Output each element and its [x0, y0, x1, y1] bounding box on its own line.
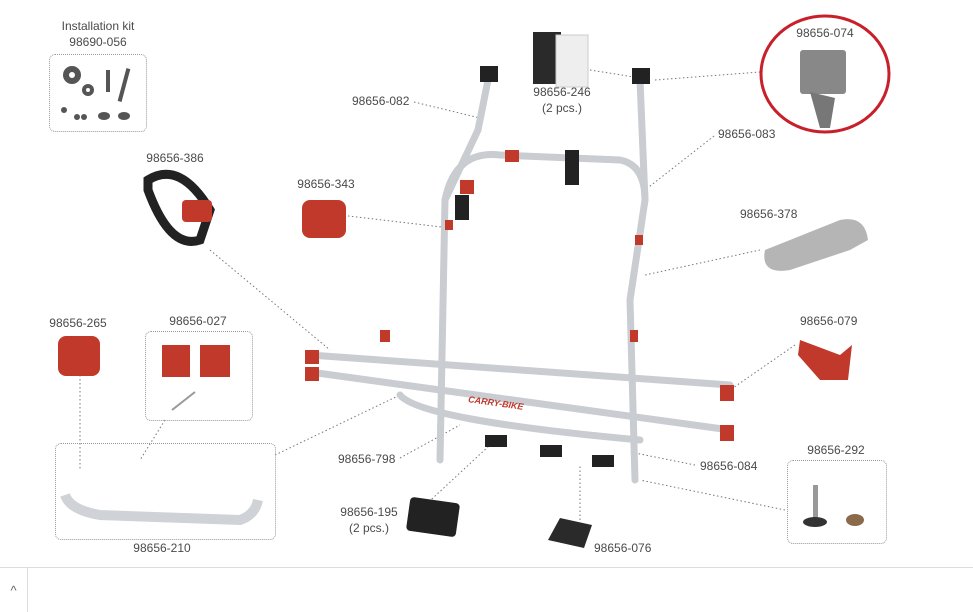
part-label-386: 98656-386	[146, 151, 204, 165]
installation-kit-part: 98690-056	[69, 35, 127, 49]
part-label-378: 98656-378	[740, 207, 798, 221]
part-label-076: 98656-076	[594, 541, 652, 555]
part-210-box	[55, 443, 276, 540]
rack-red-parts	[305, 150, 734, 441]
chevron-up-icon[interactable]: ^	[0, 568, 28, 612]
part-label-265: 98656-265	[49, 316, 107, 330]
part-027-box	[145, 331, 253, 421]
part-386-strap	[143, 169, 215, 246]
diagram-artwork	[58, 14, 891, 548]
part-label-083: 98656-083	[718, 127, 776, 141]
part-265-image	[58, 336, 100, 376]
part-292-image	[803, 485, 864, 527]
part-label-079: 98656-079	[800, 314, 858, 328]
rack-black-parts	[455, 66, 650, 467]
part-292-box	[787, 460, 887, 544]
part-378-image	[764, 219, 868, 271]
part-label-195: 98656-195	[340, 505, 398, 519]
part-386-clip	[182, 200, 212, 222]
part-label-210: 98656-210	[133, 541, 191, 555]
part-246-image	[533, 32, 589, 88]
part-label-027: 98656-027	[169, 314, 227, 328]
part-label-292: 98656-292	[807, 443, 865, 457]
part-label-798: 98656-798	[338, 452, 396, 466]
parts-diagram: Installation kit 98690-056 98656-082 986…	[49, 14, 891, 555]
part-210-image	[60, 492, 263, 526]
part-label-246: 98656-246	[533, 85, 591, 99]
rack-frame	[306, 76, 734, 484]
installation-kit-title: Installation kit	[61, 19, 135, 33]
part-195-image	[406, 497, 460, 537]
part-076-image	[548, 518, 592, 548]
part-079-image	[798, 340, 852, 380]
part-label-082: 98656-082	[352, 94, 410, 108]
part-label-084: 98656-084	[700, 459, 758, 473]
part-074-image	[800, 50, 846, 128]
highlight-circle	[759, 14, 891, 134]
bottom-bar: ^	[0, 567, 973, 612]
part-label-074: 98656-074	[796, 26, 854, 40]
installation-kit-icons	[61, 66, 131, 120]
installation-kit-box	[49, 54, 147, 132]
part-027-image	[162, 345, 230, 411]
part-343-image	[302, 200, 346, 238]
part-label-343: 98656-343	[297, 177, 355, 191]
part-label-246-qty: (2 pcs.)	[541, 101, 583, 115]
part-label-195-qty: (2 pcs.)	[348, 521, 390, 535]
